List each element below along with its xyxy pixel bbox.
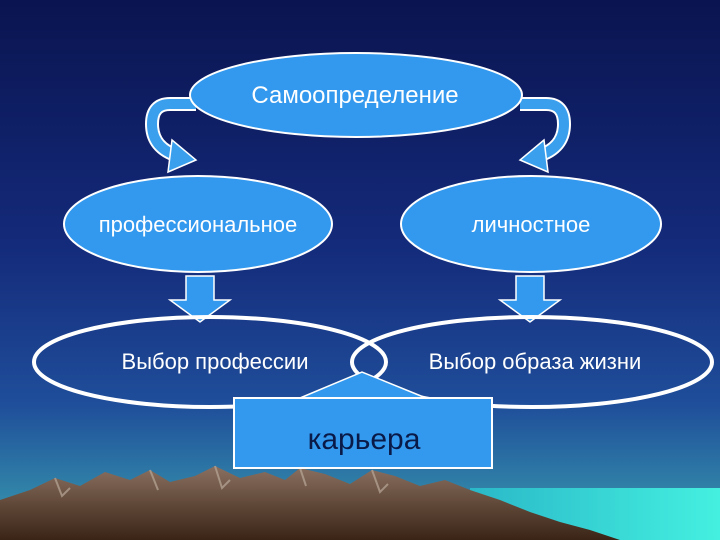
left-node-label: профессиональное: [98, 212, 298, 237]
right-node: [400, 175, 662, 273]
left-node: [63, 175, 333, 273]
choice-ellipse-profession: [32, 315, 388, 409]
curved-arrow-left-head: [167, 138, 198, 174]
choice-lifestyle-label: Выбор образа жизни: [428, 349, 642, 374]
curved-arrow-right-body: [520, 99, 570, 161]
choice-ellipse-lifestyle: [350, 315, 714, 409]
down-arrow-right: [497, 275, 563, 323]
curved-arrow-left-body: [146, 99, 196, 161]
career-box: [233, 397, 493, 469]
down-arrow-left: [167, 275, 233, 323]
career-label: карьера: [307, 423, 421, 456]
top-node: [189, 52, 523, 138]
top-node-label: Самоопределение: [251, 82, 459, 109]
choice-profession-label: Выбор профессии: [121, 349, 309, 374]
mountain-highlights: [54, 465, 389, 498]
curved-arrow-right-head: [518, 138, 549, 174]
right-node-label: личностное: [471, 212, 591, 237]
